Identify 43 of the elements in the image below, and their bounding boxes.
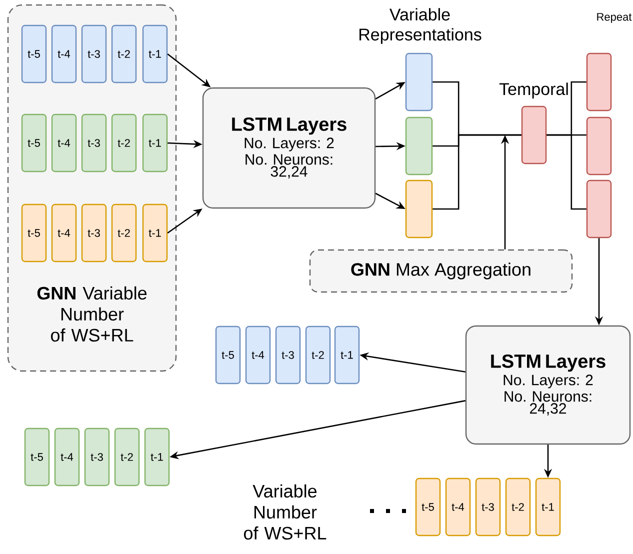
time-step-box: t-2 xyxy=(505,478,531,536)
time-step-box: t-5 xyxy=(215,326,241,384)
time-step-box: t-3 xyxy=(275,326,301,384)
time-step-box: t-3 xyxy=(84,428,110,486)
time-step-box: t-2 xyxy=(305,326,331,384)
vector-box xyxy=(586,116,612,176)
time-step-box: t-5 xyxy=(21,24,47,84)
time-step-box: t-3 xyxy=(81,114,107,172)
time-step-box: t-3 xyxy=(81,204,107,262)
time-step-box: t-4 xyxy=(51,114,77,172)
time-step-box: t-4 xyxy=(54,428,80,486)
time-step-box: t-4 xyxy=(445,478,471,536)
text-label: Variable Representations xyxy=(360,8,482,44)
time-step-box: t-3 xyxy=(475,478,501,536)
time-step-box: t-4 xyxy=(245,326,271,384)
time-step-box: t-5 xyxy=(415,478,441,536)
time-step-box: t-5 xyxy=(24,428,50,486)
vector-box xyxy=(405,180,433,238)
time-step-box: t-2 xyxy=(111,24,137,84)
lstm-box: LSTM Layers No. Layers: 2 No. Neurons: 24,32 xyxy=(465,325,631,445)
vector-box xyxy=(586,180,612,238)
time-step-box: t-5 xyxy=(21,114,47,172)
lstm-box: LSTM Layers No. Layers: 2 No. Neurons: 32,24 xyxy=(202,87,376,209)
time-step-box: t-1 xyxy=(535,478,561,536)
time-step-box: t-2 xyxy=(111,204,137,262)
vector-box xyxy=(586,52,612,112)
time-step-box: t-2 xyxy=(111,114,137,172)
text-label: Repeat xyxy=(597,13,632,23)
box-caption: Temporal xyxy=(499,82,568,98)
time-step-box: t-2 xyxy=(114,428,140,486)
time-step-box: t-3 xyxy=(81,24,107,84)
time-step-box: t-4 xyxy=(51,204,77,262)
time-step-box: t-1 xyxy=(142,204,168,262)
vector-box xyxy=(405,52,433,112)
time-step-box: t-1 xyxy=(334,326,360,384)
time-step-box: t-5 xyxy=(21,204,47,262)
time-step-box: t-1 xyxy=(142,114,168,172)
dashed-box: GNN Max Aggregation xyxy=(309,249,573,293)
time-step-box: t-1 xyxy=(144,428,170,486)
vector-box xyxy=(405,116,433,176)
time-step-box: t-1 xyxy=(142,24,168,84)
text-label: Variable Number of WS+RL xyxy=(244,484,326,540)
time-step-box: t-4 xyxy=(51,24,77,84)
